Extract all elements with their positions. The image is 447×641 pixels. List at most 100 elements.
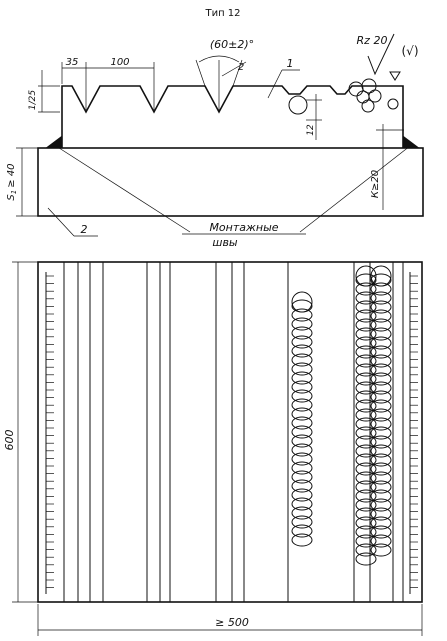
weld-bead — [355, 480, 377, 494]
weld-bead — [370, 480, 392, 494]
weld-bead — [291, 317, 313, 331]
weld-bead — [291, 371, 313, 385]
weld-bead — [291, 479, 313, 493]
weld-bead-start — [370, 265, 392, 287]
weld-bead — [355, 336, 377, 350]
weld-bead-cluster-e — [361, 99, 375, 113]
weld-bead — [291, 452, 313, 466]
weld-bead — [370, 345, 392, 359]
plan-view: 600 ≥ 500 — [3, 261, 423, 636]
weld-bead — [291, 461, 313, 475]
weld-bead — [291, 443, 313, 457]
weld-bead — [291, 488, 313, 502]
dim-weld-size: 12 — [306, 124, 316, 136]
weld-bead — [355, 489, 377, 503]
callout-2: 2 — [81, 223, 88, 236]
weld-bead — [355, 453, 377, 467]
weld-bead — [355, 471, 377, 485]
weld-bead — [370, 525, 392, 539]
callout-1-leader — [267, 69, 283, 99]
weld-bead — [370, 498, 392, 512]
weld-bead — [370, 417, 392, 431]
weld-bead — [291, 434, 313, 448]
dim-height: 1/25 — [28, 90, 38, 110]
weld-bead — [370, 489, 392, 503]
weld-bead — [355, 417, 377, 431]
weld-bead — [370, 453, 392, 467]
weld-bead — [370, 318, 392, 332]
weld-bead — [355, 426, 377, 440]
weld-bead — [355, 381, 377, 395]
weld-bead — [355, 390, 377, 404]
dim-s1-group: S1≥ 40 — [6, 163, 18, 200]
weld-bead — [355, 372, 377, 386]
weld-bead — [355, 435, 377, 449]
weld-bead — [291, 497, 313, 511]
weld-bead — [370, 444, 392, 458]
weld-bead — [355, 507, 377, 521]
base-plate — [37, 147, 424, 217]
weld-bead — [355, 399, 377, 413]
weld-bead-chain-2 — [355, 265, 377, 566]
dim-angle: (60±2)° — [210, 38, 254, 51]
weld-bead — [370, 327, 392, 341]
weld-bead — [291, 407, 313, 421]
mounting-weld-right — [402, 135, 420, 149]
weld-bead — [291, 515, 313, 529]
dim-k: К≥20 — [370, 170, 381, 198]
mounting-weld-left — [45, 135, 63, 149]
weld-bead — [355, 444, 377, 458]
weld-bead — [291, 425, 313, 439]
note-mounting-line1: Монтажные — [209, 221, 278, 234]
weld-bead — [355, 498, 377, 512]
leader-weld-left — [55, 145, 191, 233]
weld-bead — [370, 507, 392, 521]
weld-bead — [370, 291, 392, 305]
weld-bead — [370, 426, 392, 440]
weld-bead — [291, 470, 313, 484]
weld-bead — [355, 354, 377, 368]
top-plate-profile — [61, 85, 404, 148]
weld-bead — [355, 525, 377, 539]
weld-bead — [370, 372, 392, 386]
dim-angle-arc — [198, 55, 240, 63]
roughness-paren: (√) — [401, 44, 418, 58]
weld-bead — [355, 543, 377, 557]
strip-lines — [63, 262, 404, 602]
dim-width: ≥ 500 — [215, 616, 249, 629]
weld-bead-chain-1 — [291, 291, 313, 547]
weld-bead — [355, 516, 377, 530]
weld-bead — [355, 300, 377, 314]
weld-bead — [291, 533, 313, 547]
weld-bead — [355, 345, 377, 359]
weld-bead — [355, 363, 377, 377]
weld-bead — [355, 534, 377, 548]
angle-ext-left — [195, 59, 206, 87]
weld-bead — [370, 381, 392, 395]
dim-100: 100 — [110, 57, 129, 68]
weld-bead — [355, 282, 377, 296]
dim-groove-depth: 2 — [238, 62, 244, 73]
weld-bead — [291, 335, 313, 349]
roughness-label: Rz 20 — [357, 34, 388, 47]
weld-bead — [291, 389, 313, 403]
edge-hatch-left — [45, 272, 54, 594]
weld-bead — [291, 380, 313, 394]
weld-bead — [370, 390, 392, 404]
weld-bead — [355, 552, 377, 566]
section-view: Монтажные швы 2 1 35 100 (60±2)° 2 1/25 — [6, 33, 424, 249]
weld-bead — [291, 308, 313, 322]
weld-bead — [370, 534, 392, 548]
note-mounting-line2: швы — [212, 236, 238, 249]
weld-bead — [370, 282, 392, 296]
weld-bead — [370, 516, 392, 530]
callout-2-leader — [47, 207, 75, 237]
weld-bead-cluster-d — [368, 89, 382, 103]
dim-s1: S — [6, 194, 17, 201]
dim-length: 600 — [3, 430, 16, 451]
weld-bead — [370, 435, 392, 449]
plan-outline — [37, 261, 423, 603]
weld-bead-chain-3 — [370, 265, 392, 557]
roughness-marker-icon — [389, 71, 401, 81]
